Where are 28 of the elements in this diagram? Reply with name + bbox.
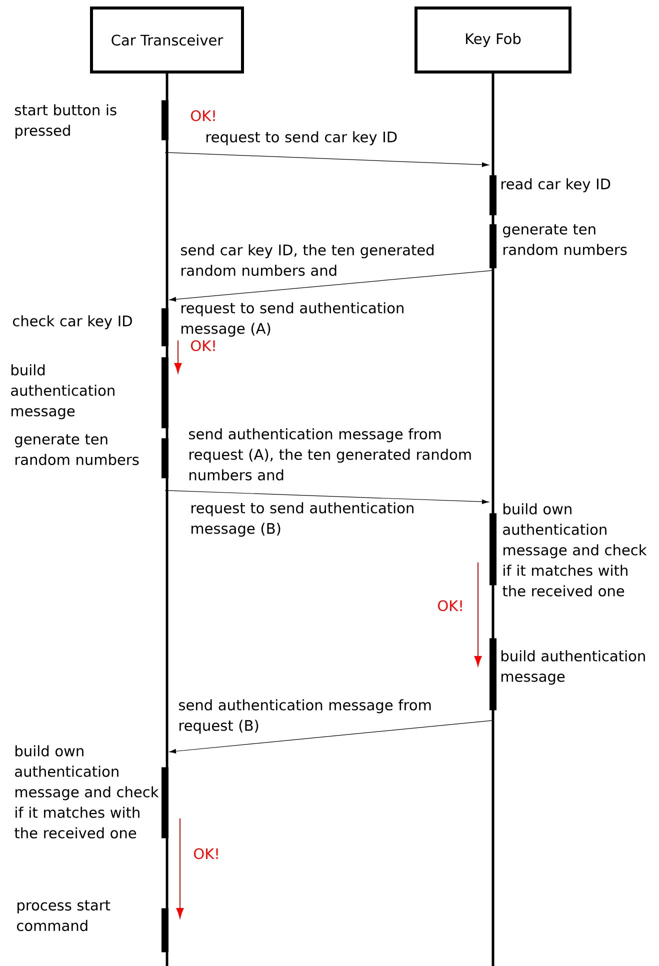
edge-label: request to send car key ID — [206, 131, 397, 146]
step-text: build authentication message — [502, 650, 645, 685]
step-text: process start command — [17, 900, 110, 932]
edge-label: OK! — [191, 340, 215, 352]
edge-label: send authentication message from request (A), the ten generated random numbers and — [188, 428, 471, 480]
step-text: check car key ID — [13, 315, 132, 330]
edge-label: send car key ID, the ten generated random numbers and — [180, 244, 434, 276]
step-text: build own authentication message and check if it matches with the received one — [502, 503, 647, 596]
step-text: read car key ID — [502, 178, 610, 192]
message-label: OK! — [191, 110, 215, 122]
edge-label: OK! — [194, 848, 218, 860]
participant-box: Car Transceiver — [90, 6, 244, 74]
step-text: build own authentication message and check if it matches with the received one — [14, 745, 159, 838]
message-arrow — [169, 720, 494, 754]
ok-arrow — [474, 562, 482, 666]
ok-arrow — [174, 340, 182, 374]
message-label: request to send authentication message (B) — [192, 502, 414, 537]
ok-arrow — [176, 818, 184, 918]
step-text: start button is pressed — [14, 104, 116, 139]
edge-label: OK! — [438, 600, 462, 612]
message-arrow — [169, 270, 494, 302]
participant-box: Key Fob — [414, 6, 572, 74]
step-text: generate ten random numbers — [503, 224, 627, 256]
step-text: generate ten random numbers — [15, 434, 139, 466]
edge-label: send authentication message from request (B) — [178, 699, 431, 734]
message-arrow — [164, 490, 489, 504]
message-arrow — [164, 152, 489, 168]
message-label: request to send authentication message (A) — [182, 302, 404, 337]
